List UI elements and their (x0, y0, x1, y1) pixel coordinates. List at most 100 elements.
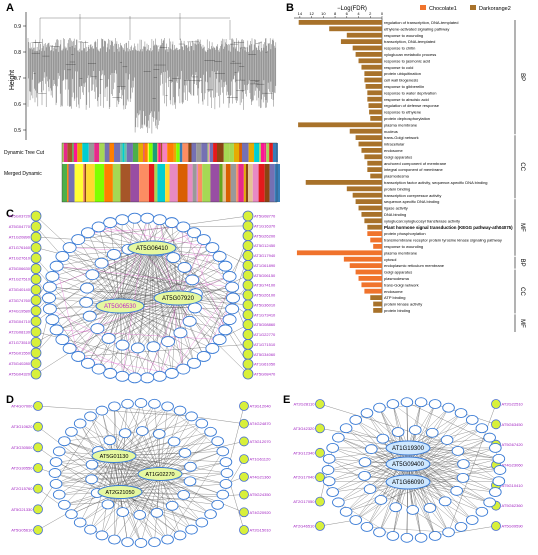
ring-node (141, 373, 154, 383)
go-bar (356, 135, 382, 140)
ring-node (66, 510, 78, 519)
ring-node (50, 261, 63, 271)
ring-node (457, 473, 469, 482)
go-bar (298, 122, 382, 127)
gene-label: AT2G15010 (250, 528, 272, 533)
go-term-label: protein phosphorylation (384, 231, 426, 236)
go-bar (367, 167, 382, 172)
gene-label: AT5G67420 (502, 442, 524, 447)
ring-node (166, 501, 178, 510)
gene-label: AT5G10410 (502, 483, 524, 488)
gene-label: AT5G08860 (254, 322, 276, 327)
ring-node (322, 466, 334, 475)
ring-node (59, 437, 71, 446)
ring-node (96, 531, 108, 540)
gene-label: AT2G46510 (293, 524, 315, 529)
go-bar (361, 212, 382, 217)
gene-node (31, 253, 41, 263)
go-term-label: plasma membrane (384, 250, 418, 255)
go-bar (347, 33, 382, 38)
hub-label: AT1G66090 (392, 480, 425, 486)
track-label-dynamic: Dynamic Tree Cut (4, 150, 45, 156)
gene-node (31, 327, 41, 337)
dendrogram-y-tick: 0.6 (14, 102, 21, 108)
go-term-label: cell wall biogenesis (384, 78, 418, 83)
ring-node (466, 516, 478, 525)
go-term-label: trans-Golgi network (384, 282, 419, 287)
gene-label: AT3G12070 (250, 439, 272, 444)
ring-node (50, 458, 62, 467)
gene-node (243, 231, 253, 241)
ring-node (323, 454, 335, 463)
hub-label: AT1G02270 (145, 472, 174, 478)
gene-node (243, 251, 253, 261)
ring-node (86, 270, 99, 280)
ring-node (451, 486, 463, 495)
go-term-label: ATP binding (384, 295, 405, 300)
go-axis-tick: 14 (298, 11, 303, 16)
go-term-label: response to gibberellin (384, 84, 424, 89)
gene-node (34, 505, 43, 514)
go-term-label: xyloglucan:xyloglucosyl transferase acti… (384, 218, 460, 223)
go-bar (297, 250, 382, 255)
gene-label: AT1G61120 (250, 457, 272, 462)
ring-node (221, 469, 233, 478)
ring-node (443, 403, 455, 412)
ring-node (220, 458, 232, 467)
gene-label: AT3G17940 (254, 253, 276, 258)
ring-node (91, 324, 104, 334)
ring-node (56, 251, 69, 261)
ring-node (162, 337, 175, 347)
ring-node (206, 343, 219, 353)
go-term-label: response to jasmonic acid (384, 58, 430, 63)
go-term-label: response to water deprivation (384, 90, 436, 95)
gene-node (240, 472, 249, 481)
gene-label: AT4G23060 (502, 463, 524, 468)
ring-node (186, 275, 199, 285)
ring-node (217, 447, 229, 456)
ring-node (86, 460, 98, 469)
ring-node (409, 426, 421, 435)
ring-node (359, 471, 371, 480)
go-bar (373, 244, 382, 249)
ring-node (323, 477, 335, 486)
ring-node (401, 533, 413, 542)
gene-node (34, 484, 43, 493)
gene-node (243, 320, 253, 330)
gene-label: AT1G61050 (254, 362, 276, 367)
gene-label: AT2G30550 (11, 466, 33, 471)
gene-node (243, 369, 253, 379)
go-bar (350, 263, 382, 268)
go-category-label: BP (519, 259, 525, 267)
ring-node (63, 243, 76, 253)
ring-node (415, 533, 427, 542)
gene-label: AT1G71510 (254, 342, 276, 347)
gene-node (316, 522, 325, 531)
gene-node (31, 285, 41, 295)
go-bar (364, 218, 382, 223)
go-bar (356, 270, 382, 275)
go-bar (347, 186, 382, 191)
ring-node (167, 253, 180, 263)
gene-label: AT2G08130 (9, 329, 31, 334)
hub-label: AT5G09400 (392, 462, 425, 468)
go-bar (344, 257, 382, 262)
go-bar (359, 206, 382, 211)
go-term-label: response to cold (384, 65, 413, 70)
go-bar (370, 295, 382, 300)
ring-node (377, 434, 389, 443)
go-term-label: ligase activity (384, 206, 408, 211)
ring-node (186, 412, 198, 421)
go-bar (364, 289, 382, 294)
ring-node (429, 400, 441, 409)
gene-node (243, 349, 253, 359)
gene-label: AT3G10620 (11, 424, 33, 429)
go-axis-title: −Log(FDR) (337, 6, 367, 12)
go-term-label: Plant hormone signal transduction (KEGG … (384, 225, 513, 230)
gene-node (243, 280, 253, 290)
ring-node (174, 531, 186, 540)
go-bar (359, 276, 382, 281)
legend-chocolate1: Chocolate1 (429, 6, 457, 12)
